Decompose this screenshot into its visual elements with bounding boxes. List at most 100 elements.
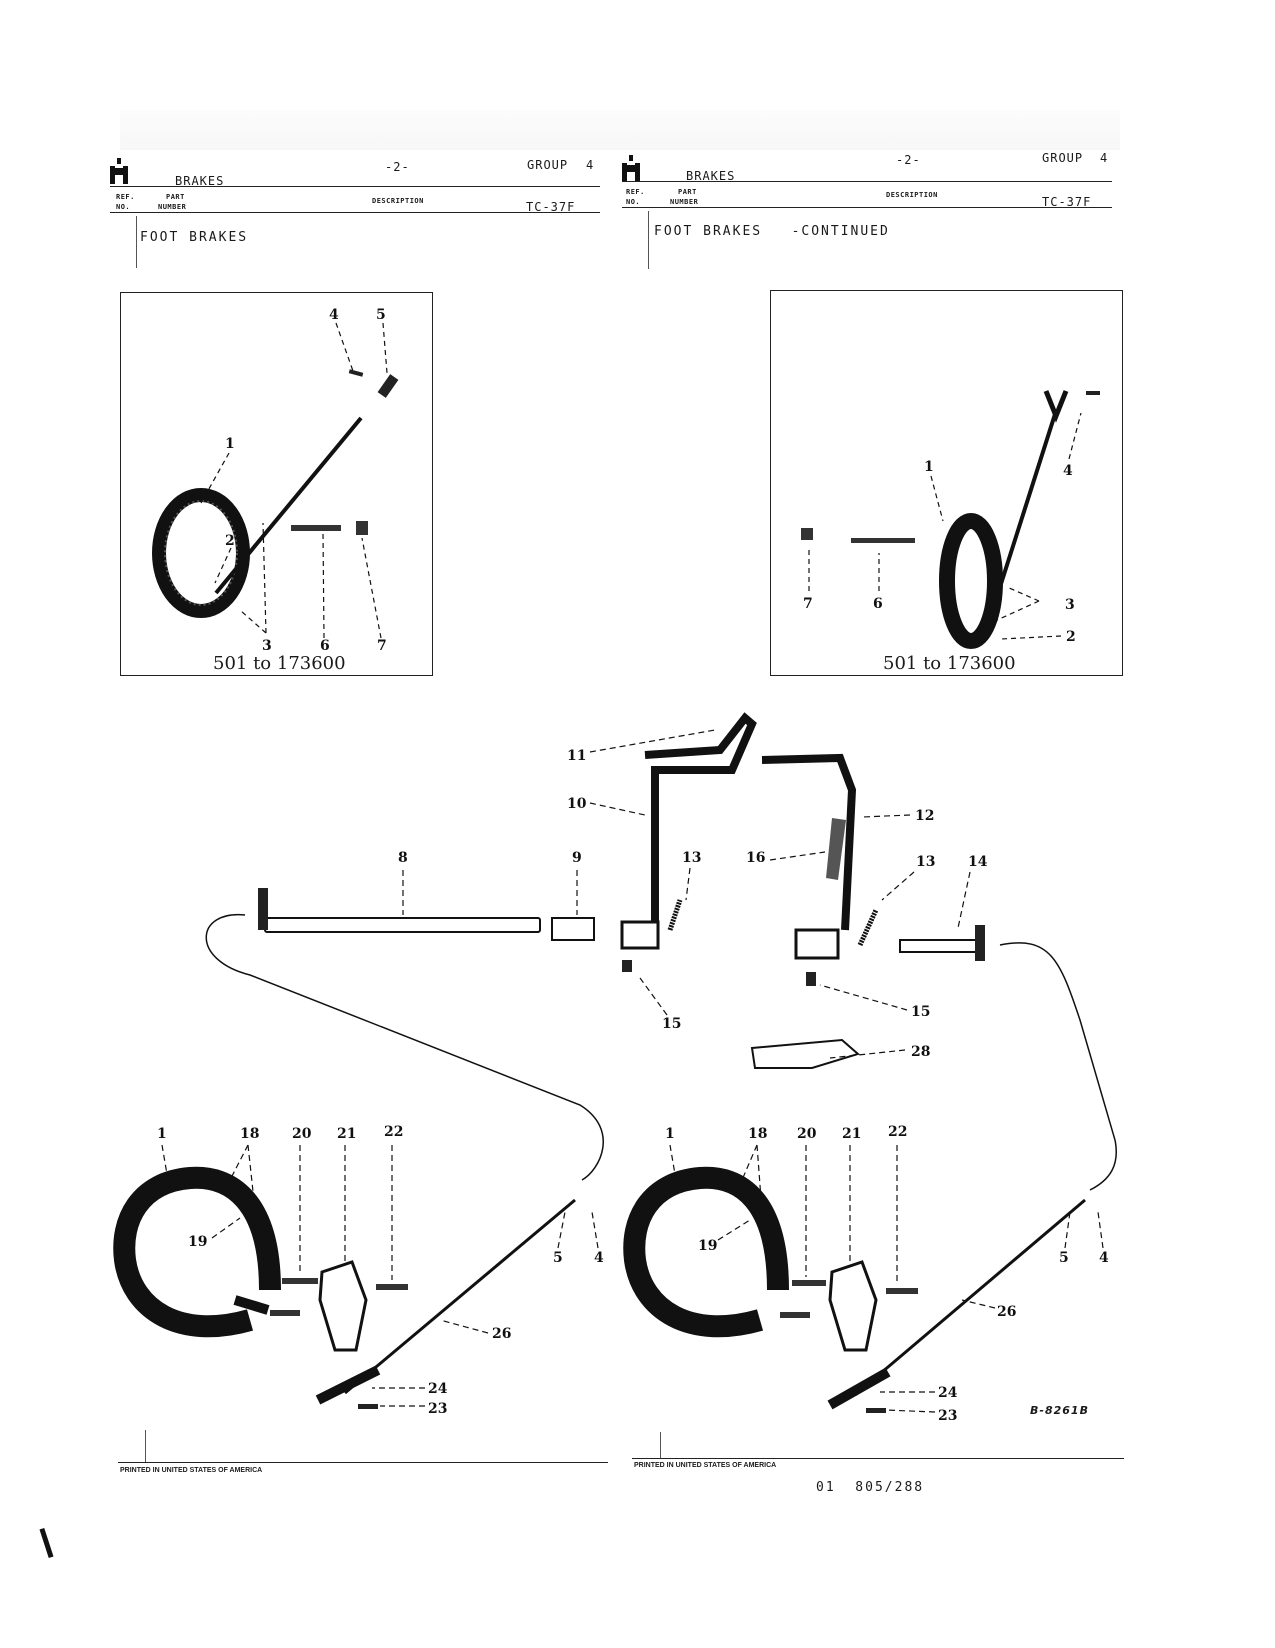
callout-15: 15 <box>662 1016 681 1032</box>
col-description: DESCRIPTION <box>886 191 938 199</box>
clevis <box>827 1367 891 1410</box>
pin <box>792 1280 826 1286</box>
group-label: GROUP <box>1042 151 1084 165</box>
operating-rod <box>214 416 363 595</box>
pedal-hub-right <box>794 928 840 960</box>
callout-15: 15 <box>911 1004 930 1020</box>
callout-2: 2 <box>225 533 235 549</box>
callout-7: 7 <box>803 596 813 612</box>
scan-mark <box>39 1527 54 1559</box>
operating-rod <box>854 1198 1086 1397</box>
callout-4: 4 <box>594 1250 604 1266</box>
pedal-right <box>761 753 857 931</box>
clevis <box>1043 390 1069 423</box>
callout-22: 22 <box>888 1124 907 1140</box>
cross-shaft-end <box>258 888 268 930</box>
col-description: DESCRIPTION <box>372 197 424 205</box>
pin <box>851 538 915 543</box>
callout-6: 6 <box>320 638 330 654</box>
page-number: -2- <box>385 160 410 174</box>
pedal-left <box>644 712 757 930</box>
callout-13: 13 <box>916 854 935 870</box>
clevis-pin <box>348 369 364 377</box>
callout-18: 18 <box>240 1126 259 1142</box>
header-rule <box>622 181 1112 182</box>
pedal-assembly-diagram: 8 9 10 11 12 13 13 14 15 15 16 28 1 18 1… <box>113 712 1117 1424</box>
bushing <box>801 528 813 540</box>
clevis <box>377 374 399 398</box>
header-rule <box>110 186 600 187</box>
clevis <box>315 1365 381 1405</box>
brake-band-diagram-left: 1 2 3 4 5 6 7 <box>152 307 399 654</box>
footer-left: PRINTED IN UNITED STATES OF AMERICA <box>120 1467 263 1474</box>
shaft-right <box>899 939 977 953</box>
catalog-code: TC-37F <box>526 200 576 214</box>
page-code: 01 805/288 <box>816 1480 925 1495</box>
callout-21: 21 <box>842 1126 861 1142</box>
callout-5: 5 <box>1059 1250 1069 1266</box>
callout-5: 5 <box>376 307 386 323</box>
left-margin-line <box>648 211 649 269</box>
page-number: -2- <box>896 153 921 167</box>
pin <box>291 525 341 531</box>
callout-1: 1 <box>665 1126 675 1142</box>
lube-fitting <box>622 960 632 972</box>
footer-right-tick <box>660 1432 661 1458</box>
section-title: BRAKES <box>686 169 736 183</box>
callout-26: 26 <box>997 1304 1016 1320</box>
pin <box>780 1312 810 1318</box>
figure-caption: 501 to 173600 <box>883 653 1016 674</box>
callout-1: 1 <box>157 1126 167 1142</box>
pin <box>376 1284 408 1290</box>
clevis-pin <box>866 1408 886 1413</box>
figure-box-left: 1 2 3 4 5 6 7 501 to 173600 <box>120 292 433 676</box>
brake-band-lower-right <box>623 1166 789 1338</box>
subsection-title: FOOT BRAKES -CONTINUED <box>654 224 890 239</box>
group-label: GROUP <box>527 158 569 172</box>
col-ref-no: REF.NO. <box>116 193 135 211</box>
callout-24: 24 <box>938 1385 958 1401</box>
cam-bracket <box>828 1260 878 1352</box>
pedal-hub-left <box>620 920 660 950</box>
spring <box>857 908 879 947</box>
drawing-number: B-8261B <box>1030 1404 1089 1417</box>
callout-20: 20 <box>797 1126 817 1142</box>
callout-14: 14 <box>968 854 988 870</box>
left-margin-line <box>136 216 137 268</box>
callout-4: 4 <box>1099 1250 1109 1266</box>
callout-9: 9 <box>572 850 582 866</box>
operating-rod <box>344 1198 576 1395</box>
spring <box>667 899 683 931</box>
operating-rod <box>984 410 1058 632</box>
footer-left-tick <box>145 1430 146 1462</box>
callout-8: 8 <box>398 850 408 866</box>
callout-18: 18 <box>748 1126 767 1142</box>
group-number: 4 <box>1100 151 1109 165</box>
pin <box>886 1288 918 1294</box>
callout-12: 12 <box>915 808 934 824</box>
callout-2: 2 <box>1066 629 1076 645</box>
callout-21: 21 <box>337 1126 356 1142</box>
callout-23: 23 <box>428 1401 447 1417</box>
bleed-through-band <box>120 110 1120 150</box>
footer-right: PRINTED IN UNITED STATES OF AMERICA <box>634 1462 777 1469</box>
footer-left-rule <box>118 1462 608 1463</box>
callout-5: 5 <box>553 1250 563 1266</box>
brake-band-illustration <box>152 488 250 618</box>
cross-shaft <box>264 917 541 933</box>
callout-24: 24 <box>428 1381 448 1397</box>
ih-logo-icon <box>110 158 128 184</box>
callout-1: 1 <box>924 459 934 475</box>
callout-16: 16 <box>746 850 765 866</box>
pedal-lock <box>826 818 846 880</box>
callout-20: 20 <box>292 1126 312 1142</box>
callout-19: 19 <box>188 1234 207 1250</box>
pin <box>270 1310 300 1316</box>
cam-bracket <box>318 1260 368 1352</box>
callout-6: 6 <box>873 596 883 612</box>
callout-3: 3 <box>1065 597 1075 613</box>
callout-26: 26 <box>492 1326 511 1342</box>
